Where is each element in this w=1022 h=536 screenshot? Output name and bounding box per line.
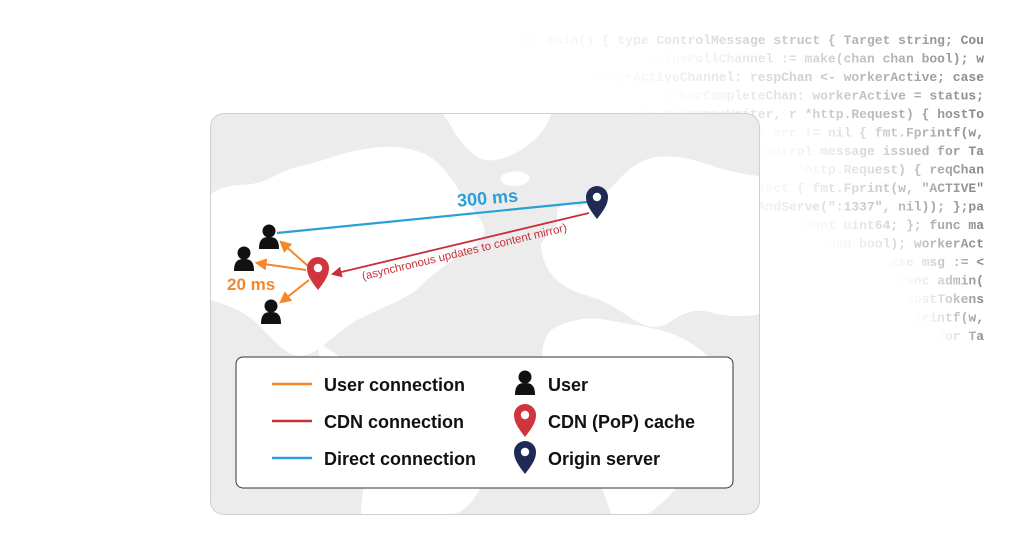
code-line: case msg := < (883, 255, 985, 270)
legend-direct-connection-label: Direct connection (324, 449, 476, 469)
user-connection-line-3 (279, 279, 310, 304)
legend-cdn-cache-label: CDN (PoP) cache (548, 412, 695, 432)
code-line: Count uint64; }; func ma (797, 218, 984, 233)
code-line: workerCompleteChan: workerActive = statu… (656, 89, 984, 104)
direct-latency-label: 300 ms (456, 186, 519, 211)
cdn-pin-icon (307, 257, 329, 290)
user-connection-line-1 (279, 240, 309, 267)
cdn-connection-line (330, 212, 590, 278)
legend-cdn-pin-icon (514, 404, 536, 437)
code-line: func main() { type ControlMessage struct… (508, 33, 984, 48)
code-line: if err != nil { fmt.Fprintf(w, (750, 126, 984, 141)
legend: User connection CDN connection Direct co… (235, 356, 734, 489)
legend-origin-pin-icon (514, 441, 536, 474)
code-line: select { fmt.Fprint(w, "ACTIVE" (742, 181, 984, 196)
cdn-diagram: 300 ms (asynchronous updates to content … (211, 114, 759, 514)
legend-origin-server-label: Origin server (548, 449, 660, 469)
cdn-diagram-card: 300 ms (asynchronous updates to content … (210, 113, 760, 515)
legend-user-connection-label: User connection (324, 375, 465, 395)
user-latency-label: 20 ms (227, 275, 275, 294)
direct-connection-line (276, 200, 588, 235)
code-line: for Ta (937, 329, 984, 344)
code-line: printf(w, (914, 311, 984, 326)
code-line: Control message issued for Ta (758, 144, 984, 159)
code-line: r *http.Request) { reqChan (781, 163, 984, 178)
code-line: statusPollChannel := make(chan chan bool… (641, 52, 984, 67)
code-line: chan bool); workerAct (820, 237, 984, 252)
code-line: func admin( (898, 274, 984, 289)
code-line: workerActiveChannel: respChan <- workerA… (586, 70, 984, 85)
user-connection-line-2 (254, 258, 307, 271)
origin-server-pin-icon (586, 186, 608, 219)
code-line: hostTokens (906, 292, 984, 307)
legend-user-label: User (548, 375, 588, 395)
legend-cdn-connection-label: CDN connection (324, 412, 464, 432)
